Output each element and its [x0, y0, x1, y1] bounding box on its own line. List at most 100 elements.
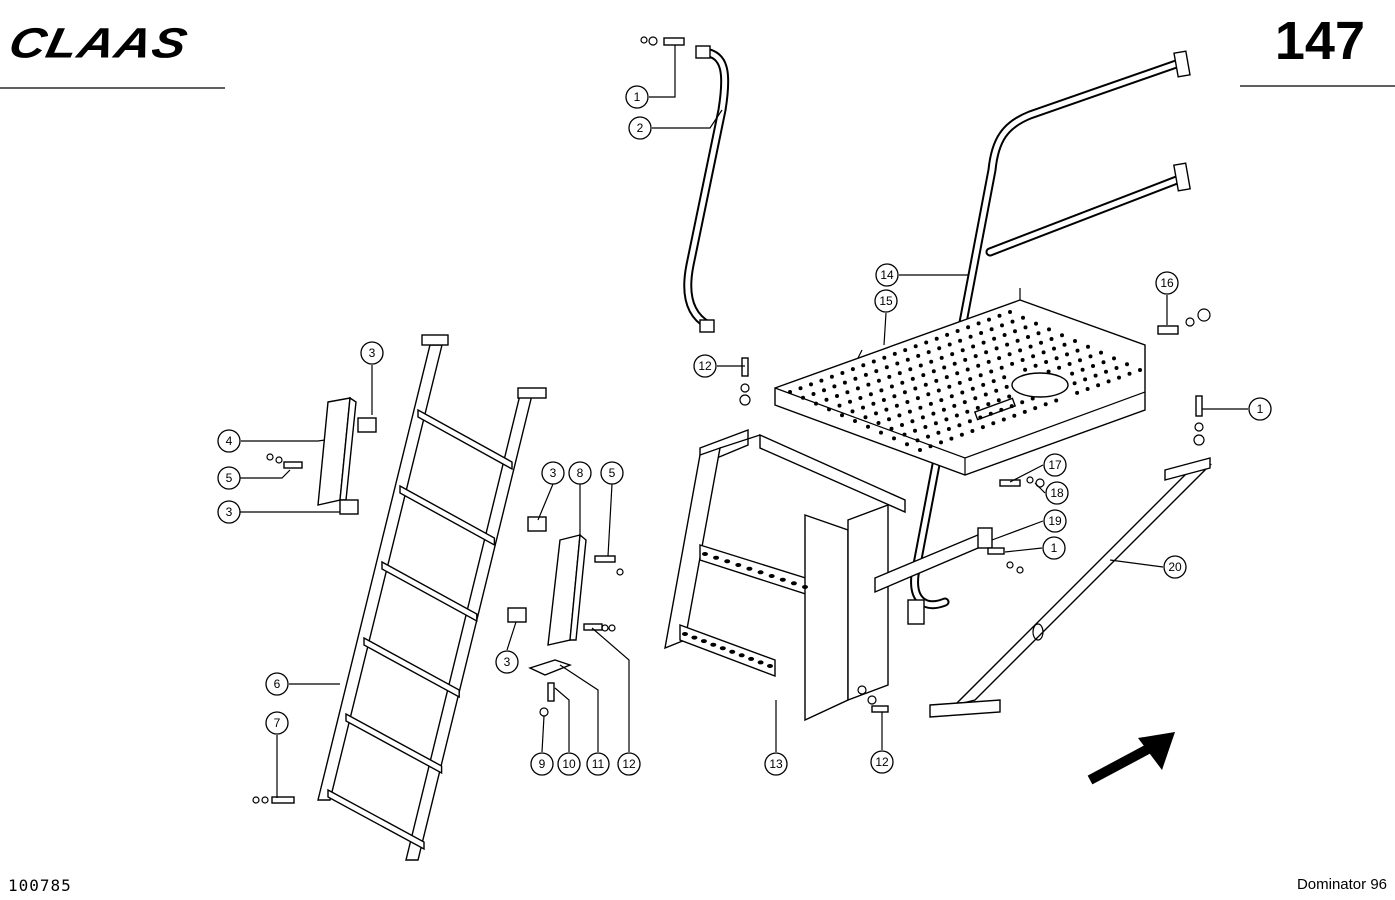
step-hole	[719, 646, 726, 651]
perforation-hole	[866, 424, 870, 429]
perforation-hole	[1031, 354, 1036, 359]
perforation-hole	[1101, 360, 1106, 365]
perforation-hole	[895, 361, 900, 366]
svg-text:3: 3	[550, 466, 557, 480]
perforation-hole	[981, 340, 986, 345]
perforation-hole	[959, 432, 964, 437]
perforation-hole	[918, 448, 922, 452]
part-strut-19	[874, 527, 1024, 594]
perforation-hole	[973, 396, 978, 401]
perforation-hole	[874, 411, 878, 416]
callout-3: 3	[360, 341, 384, 365]
perforation-hole	[892, 394, 897, 399]
callout-12: 12	[693, 354, 717, 378]
part-handrail-large	[907, 50, 1191, 625]
callout-20: 20	[1163, 555, 1187, 579]
perforation-hole	[976, 363, 981, 368]
perforation-hole	[944, 375, 949, 380]
svg-text:20: 20	[1168, 560, 1182, 574]
svg-text:1: 1	[1257, 402, 1264, 416]
perforation-hole	[1099, 350, 1103, 355]
svg-text:5: 5	[609, 466, 616, 480]
leader-lines	[240, 45, 1248, 798]
perforation-hole	[1041, 350, 1046, 355]
svg-text:5: 5	[226, 471, 233, 485]
step-hole	[691, 635, 698, 640]
perforation-hole	[900, 380, 905, 385]
perforation-hole	[1020, 400, 1025, 405]
direction-arrow	[1087, 732, 1175, 785]
perforation-hole	[971, 344, 976, 349]
perforation-hole	[926, 350, 931, 355]
perforation-hole	[960, 390, 965, 395]
ladder-rung	[345, 712, 443, 775]
step-hole	[757, 570, 764, 575]
perforation-hole	[999, 407, 1004, 412]
perforation-hole	[850, 367, 855, 372]
svg-text:1: 1	[634, 90, 641, 104]
svg-text:17: 17	[1048, 458, 1062, 472]
callout-4: 4	[217, 429, 241, 453]
perforation-hole	[1072, 381, 1077, 386]
perforation-hole	[1039, 340, 1043, 345]
perforation-hole	[1036, 331, 1041, 336]
perforation-hole	[876, 421, 881, 425]
perforation-hole	[975, 405, 980, 410]
callout-15: 15	[874, 289, 898, 313]
step-hole	[767, 664, 773, 668]
ladder-rung	[399, 484, 496, 547]
perforation-hole	[858, 396, 863, 400]
perforation-hole	[835, 394, 839, 398]
perforation-hole	[866, 382, 871, 387]
model-name: Dominator 96	[1296, 876, 1387, 893]
perforation-hole	[980, 425, 985, 430]
step-hole	[802, 585, 808, 589]
perforation-hole	[929, 359, 934, 364]
perforation-hole	[928, 444, 933, 449]
callout-3: 3	[541, 461, 565, 485]
part-strut-20	[929, 457, 1213, 718]
perforation-hole	[868, 392, 873, 397]
perforation-hole	[822, 388, 826, 393]
perforation-hole	[1075, 348, 1080, 353]
perforation-hole	[1093, 373, 1098, 378]
perforation-hole	[910, 376, 915, 381]
svg-text:12: 12	[622, 757, 636, 771]
perforation-hole	[842, 380, 847, 385]
perforation-hole	[1022, 409, 1027, 414]
svg-text:1: 1	[1051, 541, 1058, 555]
perforation-hole	[918, 405, 923, 410]
perforation-hole	[976, 321, 981, 326]
perforation-hole	[1062, 342, 1067, 347]
svg-text:9: 9	[539, 757, 546, 771]
perforation-hole	[902, 432, 907, 437]
perforation-hole	[933, 421, 938, 426]
ladder-rung	[363, 636, 460, 699]
ladder-rung	[417, 408, 513, 471]
perforation-hole	[1021, 315, 1025, 320]
callout-2: 2	[628, 116, 652, 140]
callout-13: 13	[764, 752, 788, 776]
ladder-rung	[381, 560, 478, 623]
perforation-hole	[1007, 394, 1012, 399]
perforation-hole	[1002, 375, 1007, 380]
step-hole	[700, 639, 707, 644]
perforation-hole	[832, 384, 837, 389]
perforation-hole	[967, 419, 972, 424]
perforation-hole	[848, 399, 852, 404]
perforation-hole	[855, 386, 860, 391]
step-hole	[702, 552, 708, 556]
perforation-hole	[1033, 406, 1038, 411]
perforation-hole	[939, 440, 943, 445]
perforation-hole	[986, 402, 991, 407]
svg-text:3: 3	[369, 346, 376, 360]
callout-3: 3	[495, 650, 519, 674]
svg-text:16: 16	[1160, 276, 1174, 290]
svg-text:2: 2	[637, 121, 644, 135]
perforation-hole	[1007, 352, 1012, 357]
perforation-hole	[915, 396, 920, 401]
perforation-hole	[968, 377, 973, 382]
callout-3: 3	[217, 500, 241, 524]
perforation-hole	[1013, 329, 1017, 334]
